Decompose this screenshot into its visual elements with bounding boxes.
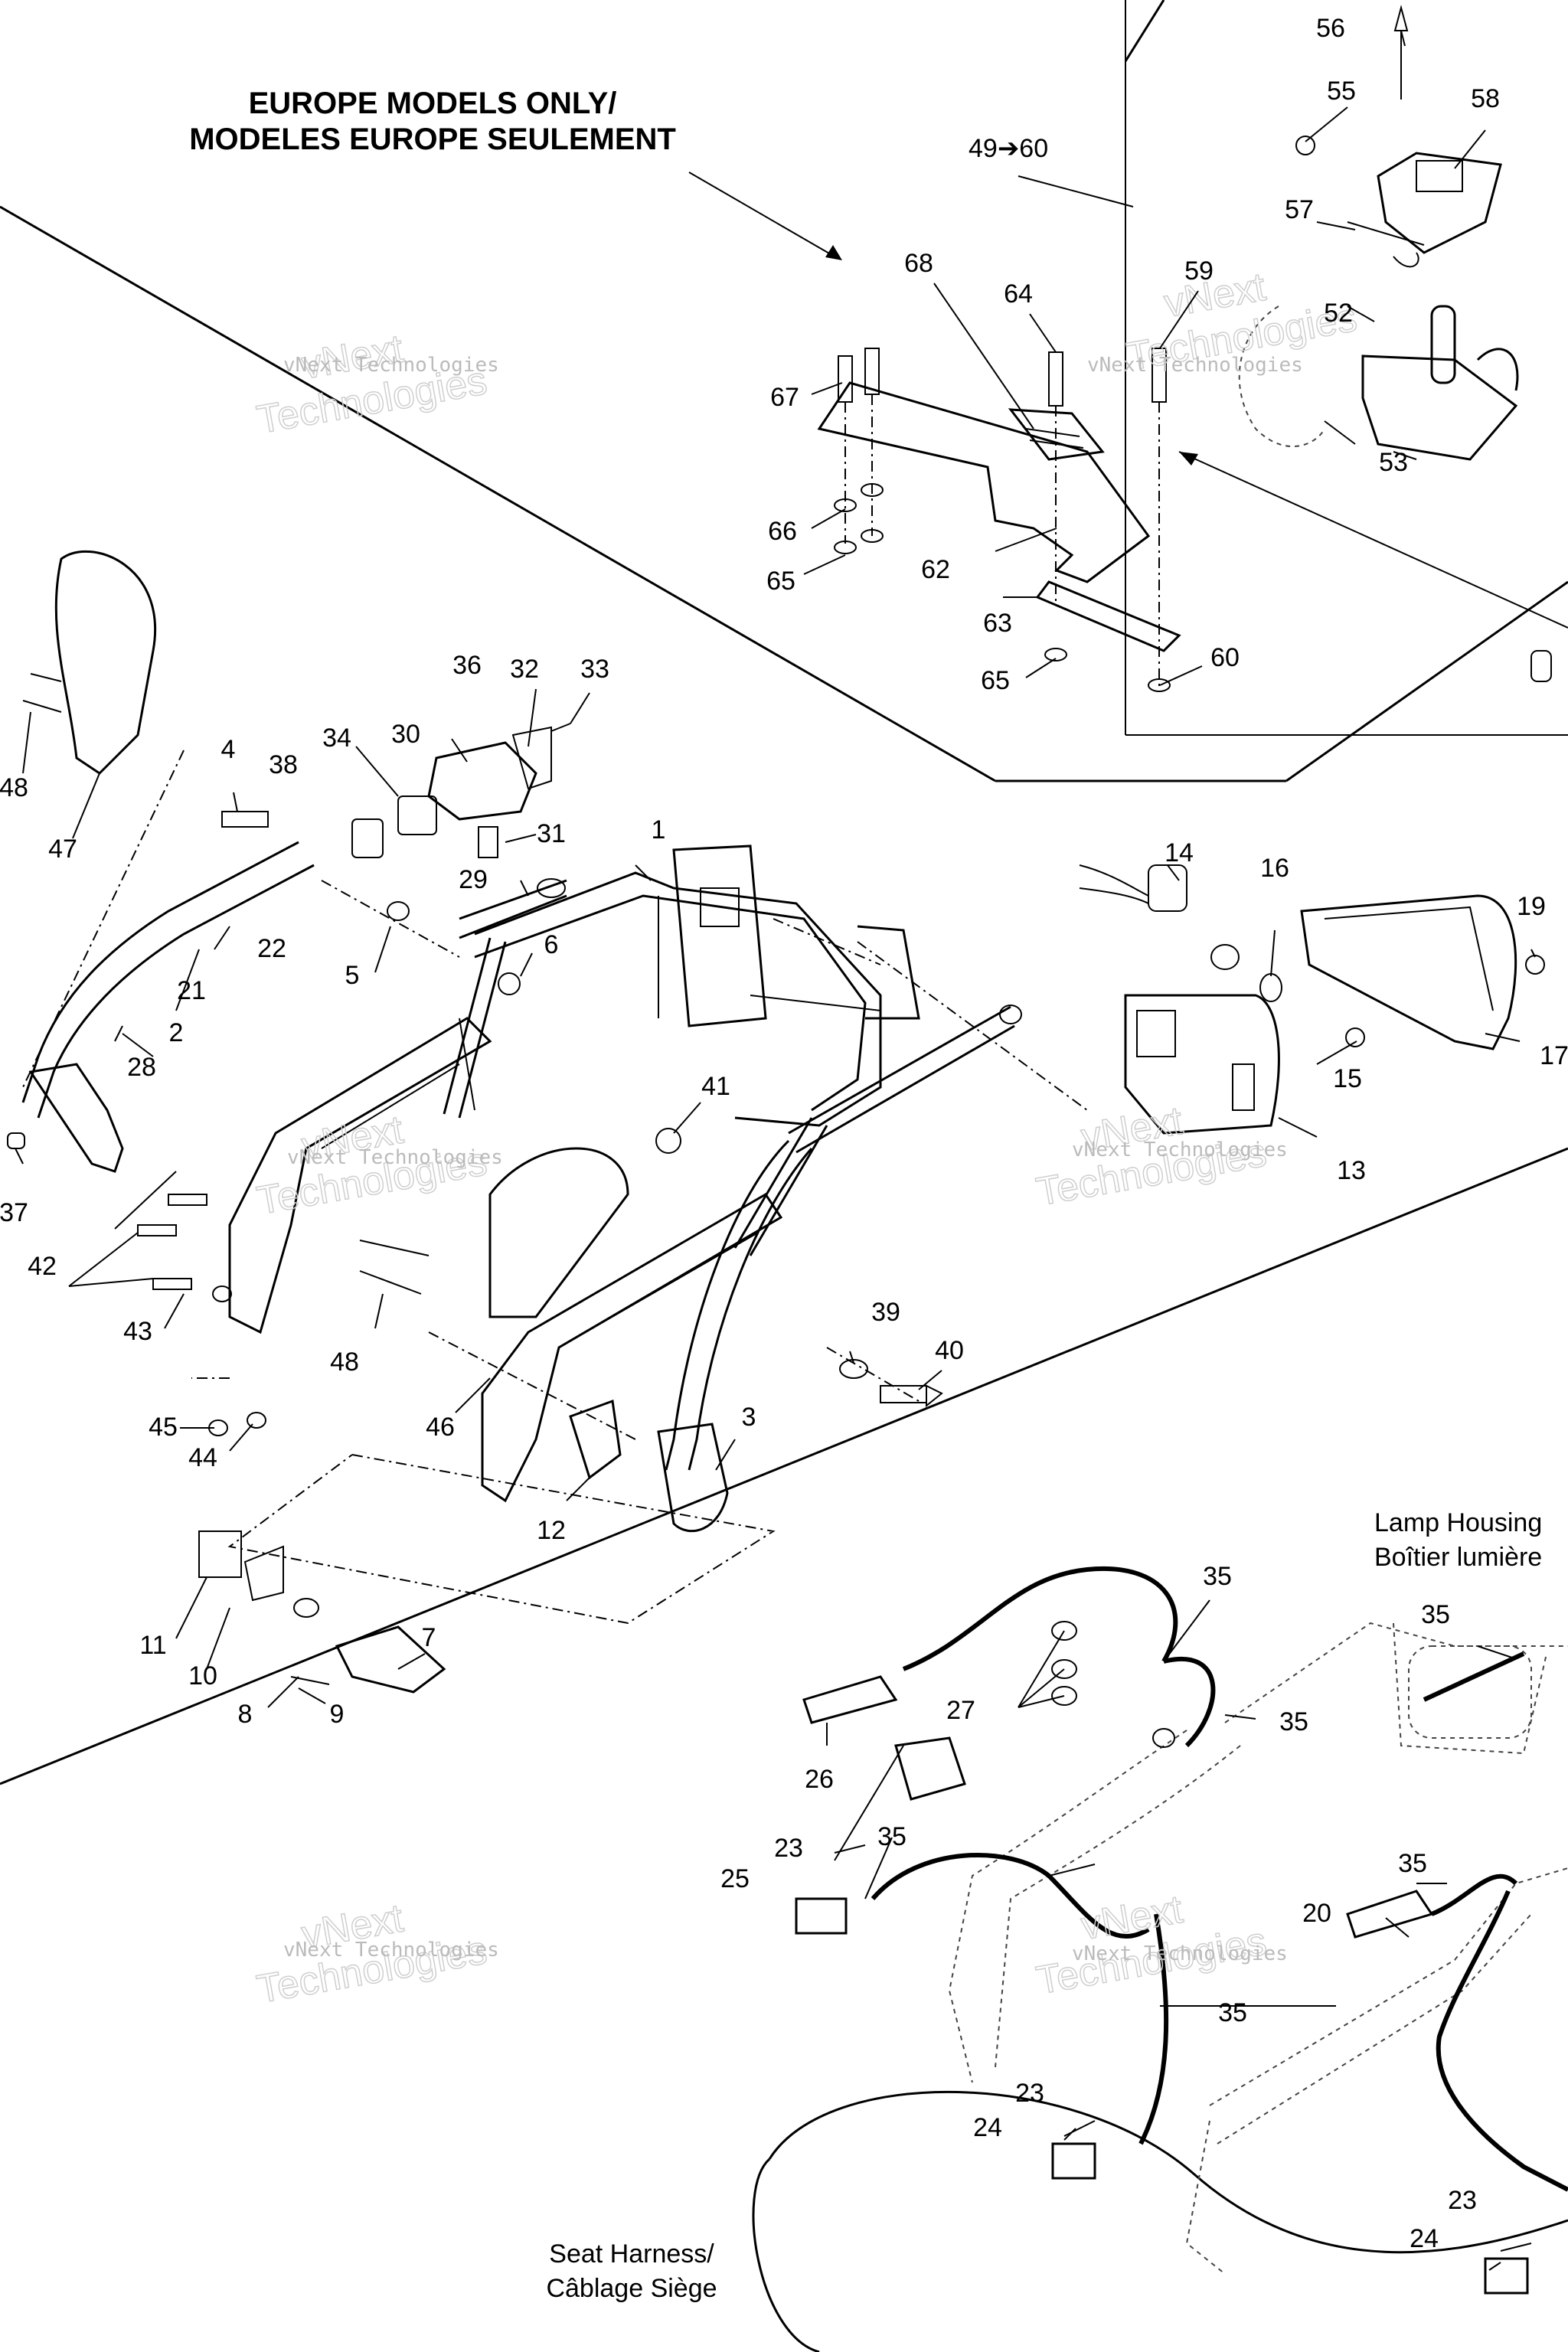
callout-17: 17 <box>1540 1041 1568 1070</box>
callout-35: 35 <box>1279 1707 1308 1736</box>
callout-46: 46 <box>426 1413 455 1442</box>
callout-20: 20 <box>1302 1899 1331 1928</box>
callout-15: 15 <box>1333 1064 1362 1093</box>
callout-30: 30 <box>391 720 420 749</box>
callout-14: 14 <box>1165 838 1194 867</box>
callout-24: 24 <box>1410 2224 1439 2253</box>
callout-28: 28 <box>127 1053 156 1082</box>
callout-1: 1 <box>652 815 666 844</box>
callout-32: 32 <box>510 655 539 684</box>
callout-35: 35 <box>1218 1998 1247 2027</box>
callout-37: 37 <box>0 1198 28 1227</box>
seat-harness-label-fr: Câblage Siège <box>546 2274 717 2303</box>
callout-4: 4 <box>221 735 236 764</box>
callout-64: 64 <box>1004 279 1033 309</box>
callout-2: 2 <box>169 1018 184 1047</box>
callout-38: 38 <box>269 750 298 779</box>
callout-56: 56 <box>1316 14 1345 43</box>
range-label: 49➔60 <box>969 134 1048 163</box>
callout-25: 25 <box>720 1864 750 1893</box>
callout-10: 10 <box>188 1661 217 1690</box>
titles: EUROPE MODELS ONLY/ MODELES EUROPE SEULE… <box>189 87 1542 2303</box>
callout-13: 13 <box>1337 1156 1366 1185</box>
callout-63: 63 <box>983 609 1012 638</box>
callout-35: 35 <box>1398 1849 1427 1878</box>
callout-48: 48 <box>330 1348 359 1377</box>
title-line-1: EUROPE MODELS ONLY/ <box>249 87 617 120</box>
callout-35: 35 <box>1421 1600 1450 1629</box>
callout-59: 59 <box>1184 256 1214 286</box>
left-hardware <box>7 673 943 1694</box>
watermark-small: vNext Technologies <box>1072 1138 1288 1161</box>
callout-57: 57 <box>1285 195 1314 224</box>
callout-53: 53 <box>1379 448 1408 477</box>
callout-42: 42 <box>28 1252 57 1281</box>
callout-36: 36 <box>452 651 482 680</box>
taillight-assembly <box>1079 864 1545 1135</box>
callout-22: 22 <box>257 934 286 963</box>
callout-3: 3 <box>742 1403 756 1432</box>
callout-29: 29 <box>459 865 488 894</box>
callout-43: 43 <box>123 1317 152 1346</box>
callout-21: 21 <box>177 976 206 1005</box>
callout-31: 31 <box>537 819 566 848</box>
callout-66: 66 <box>768 517 797 546</box>
callout-8: 8 <box>238 1700 253 1729</box>
title-arrow <box>688 172 1568 629</box>
callout-9: 9 <box>330 1700 345 1729</box>
callout-26: 26 <box>805 1765 834 1794</box>
callout-35: 35 <box>877 1822 906 1851</box>
lamp-housing-label-en: Lamp Housing <box>1374 1508 1542 1537</box>
callout-45: 45 <box>149 1413 178 1442</box>
callout-39: 39 <box>871 1298 900 1327</box>
callout-12: 12 <box>537 1516 566 1545</box>
callout-65: 65 <box>766 567 795 596</box>
callout-67: 67 <box>770 383 799 412</box>
callout-23: 23 <box>774 1834 803 1863</box>
watermark-small: vNext Technologies <box>283 354 499 377</box>
title-line-2: MODELES EUROPE SEULEMENT <box>189 122 676 156</box>
callout-24: 24 <box>973 2113 1002 2142</box>
callout-60: 60 <box>1210 643 1240 672</box>
callout-35: 35 <box>1203 1562 1232 1591</box>
hitch-plate-assembly <box>817 5 1552 692</box>
watermarks: vNext Technologies vNext Technologies vN… <box>253 264 1361 2013</box>
callout-55: 55 <box>1327 77 1356 106</box>
callout-62: 62 <box>921 555 950 584</box>
callout-58: 58 <box>1471 84 1500 113</box>
callout-68: 68 <box>904 249 933 278</box>
watermark-small: vNext Technologies <box>283 1939 499 1962</box>
callouts: 1 2 3 4 5 6 7 8 9 10 11 12 13 14 15 16 1… <box>0 14 1568 2253</box>
lamp-housing-label-fr: Boîtier lumière <box>1374 1543 1542 1572</box>
callout-33: 33 <box>580 655 609 684</box>
callout-27: 27 <box>946 1696 975 1725</box>
rear-rack-frame <box>21 550 1088 1625</box>
callout-6: 6 <box>544 930 559 959</box>
leader-lines <box>15 30 1536 2271</box>
callout-19: 19 <box>1517 892 1546 921</box>
wiring-harness <box>795 1566 1568 2295</box>
callout-23: 23 <box>1448 2186 1477 2215</box>
callout-23: 23 <box>1015 2079 1044 2108</box>
watermark-small: vNext Technologies <box>287 1146 503 1169</box>
callout-65: 65 <box>981 666 1010 695</box>
callout-11: 11 <box>139 1631 166 1660</box>
callout-52: 52 <box>1324 299 1353 328</box>
watermark-small: vNext Technologies <box>1072 1942 1288 1965</box>
callout-34: 34 <box>322 724 351 753</box>
callout-40: 40 <box>935 1336 964 1365</box>
callout-16: 16 <box>1260 854 1289 883</box>
callout-48: 48 <box>0 773 28 802</box>
callout-41: 41 <box>701 1072 730 1101</box>
callout-47: 47 <box>48 835 77 864</box>
watermark-small: vNext Technologies <box>1087 354 1303 377</box>
seat-harness-label-en: Seat Harness/ <box>549 2239 714 2269</box>
callout-44: 44 <box>188 1443 217 1472</box>
callout-5: 5 <box>345 961 360 990</box>
callout-7: 7 <box>422 1623 436 1652</box>
